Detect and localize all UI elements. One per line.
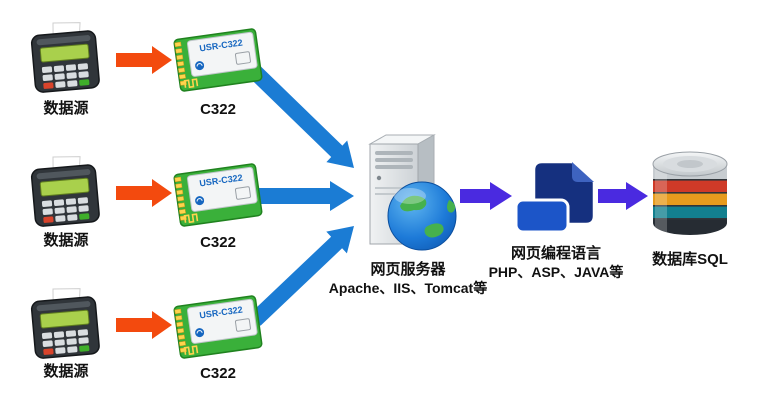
red-arrow-1 [116,46,172,74]
web-server-icon [368,134,457,251]
blue-arrow-3 [249,226,354,326]
red-arrow-3 [116,311,172,339]
module-label-3: C322 [200,365,236,382]
db-band-orange [653,193,727,206]
db-band-red [653,180,727,193]
antenna-trace [183,78,199,89]
module-logo-icon [195,196,205,206]
code-files-icon [514,160,596,234]
server-caption: 网页服务器 Apache、IIS、Tomcat等 [318,260,498,298]
data-source-label-3: 数据源 [43,363,89,380]
red-arrow-2 [116,179,172,207]
data-source-label-2: 数据源 [43,232,89,249]
purple-arrow-2 [598,182,648,210]
antenna-trace [183,213,199,224]
purple-arrow-1 [460,182,512,210]
server-subtitle: Apache、IIS、Tomcat等 [328,280,488,296]
wifi-module-node-2: USR-C322 [172,162,264,233]
wifi-module-icon: USR-C322 [173,28,263,92]
blue-arrow-2 [258,181,354,211]
web-server-node [356,132,460,259]
pos-terminal-icon [30,22,100,93]
db-band-dark [653,219,727,235]
language-caption: 网页编程语言 PHP、ASP、JAVA等 [468,244,644,282]
server-title: 网页服务器 [370,261,446,278]
module-logo-icon [195,61,205,71]
blue-arrow-1 [249,66,354,168]
module-label-1: C322 [200,101,236,118]
database-caption: 数据库SQL [640,250,740,269]
data-source-node-1 [24,20,108,99]
database-icon [652,151,728,235]
db-band-teal [653,206,727,219]
language-title: 网页编程语言 [510,245,601,262]
wifi-module-icon: USR-C322 [173,295,263,359]
data-source-label-1: 数据源 [43,100,89,117]
module-logo-icon [195,328,205,338]
antenna-trace [183,345,199,356]
database-title: 数据库SQL [652,251,728,268]
wifi-module-node-1: USR-C322 [172,27,264,98]
language-subtitle: PHP、ASP、JAVA等 [488,264,624,280]
pos-terminal-icon [30,156,100,227]
wifi-module-icon: USR-C322 [173,163,263,227]
folded-corner [572,162,594,182]
pos-terminal-icon [30,288,100,359]
database-node [646,148,734,247]
language-node [512,158,600,243]
front-file-shape [514,198,570,234]
data-source-node-2 [24,154,108,233]
data-source-node-3 [24,286,108,365]
wifi-module-node-3: USR-C322 [172,294,264,365]
module-label-2: C322 [200,234,236,251]
